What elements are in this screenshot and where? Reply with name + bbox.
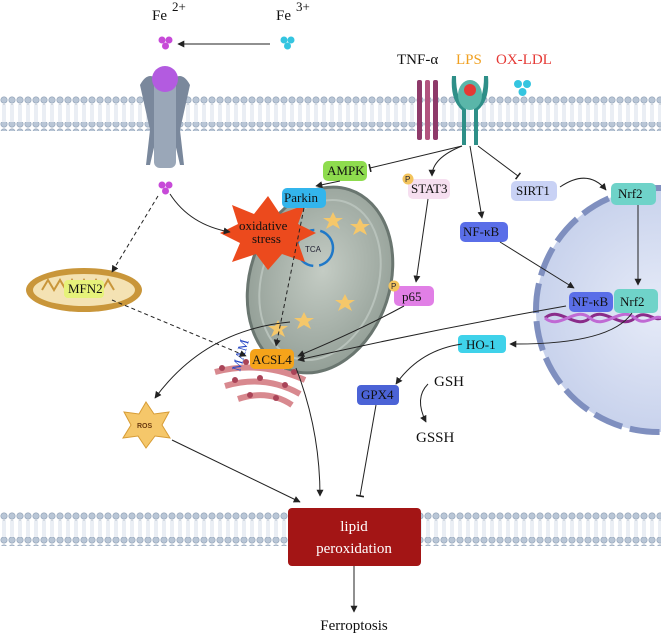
fe2-label: Fe 2+: [152, 0, 186, 24]
parkin-node: Parkin: [282, 188, 326, 208]
nrf2-nucleus-node: Nrf2: [614, 289, 658, 313]
fe3-ions: [280, 36, 295, 50]
lipid-peroxidation-box: [288, 508, 421, 566]
gsh-label: GSH: [434, 374, 464, 390]
nfkb-nucleus-node: NF-κB: [569, 292, 613, 312]
svg-text:ACSL4: ACSL4: [252, 352, 292, 367]
fe3-label: Fe 3+: [276, 0, 310, 24]
top-cell-membrane: [0, 96, 661, 131]
svg-text:Nrf2: Nrf2: [618, 186, 643, 201]
ho1-node: HO-1: [458, 335, 506, 353]
oxldl-label: OX-LDL: [496, 52, 552, 68]
p65-node: p65 P: [388, 280, 434, 306]
nfkb-cytoplasm-node: NF-κB: [460, 222, 508, 242]
ferroptosis-label: Ferroptosis: [320, 618, 388, 634]
oxidative-stress-label-2: stress: [252, 231, 281, 246]
tnf-alpha-label: TNF-α: [397, 52, 438, 68]
svg-text:MFN2: MFN2: [68, 281, 103, 296]
ampk-node: AMPK: [323, 161, 367, 181]
svg-text:Parkin: Parkin: [284, 190, 318, 205]
oxldl-particles: [514, 80, 531, 96]
tca-label: TCA: [305, 245, 322, 254]
stat3-node: STAT3 P: [402, 173, 450, 199]
iron-transporter: [140, 66, 190, 168]
svg-text:Nrf2: Nrf2: [620, 294, 645, 309]
svg-text:HO-1: HO-1: [466, 337, 496, 352]
svg-text:Fe: Fe: [152, 8, 167, 24]
mito-ros-stars: [268, 212, 370, 337]
lipid-peroxidation-label-2: peroxidation: [316, 541, 392, 557]
oxidative-stress-burst: [220, 196, 316, 270]
svg-text:SIRT1: SIRT1: [516, 183, 550, 198]
acsl4-node: ACSL4: [250, 349, 294, 369]
gpx4-node: GPX4: [357, 385, 399, 405]
lipid-peroxidation-label-1: lipid: [340, 519, 368, 535]
gssh-label: GSSH: [416, 430, 455, 446]
lps-receptor: [451, 76, 489, 145]
svg-text:NF-κB: NF-κB: [572, 294, 608, 309]
lps-label: LPS: [456, 52, 482, 68]
svg-text:P: P: [405, 175, 410, 184]
svg-text:GPX4: GPX4: [361, 387, 394, 402]
mfn2-node: MFN2: [64, 280, 104, 298]
svg-text:AMPK: AMPK: [327, 163, 365, 178]
svg-text:Fe: Fe: [276, 8, 291, 24]
pathway-arrows: [111, 145, 642, 613]
svg-text:2+: 2+: [172, 0, 186, 14]
svg-text:p65: p65: [402, 289, 422, 304]
nrf2-top-node: Nrf2: [611, 183, 656, 205]
ros-label: ROS: [137, 423, 153, 430]
svg-text:3+: 3+: [296, 0, 310, 14]
ros-star-icon: [122, 401, 171, 449]
tca-cycle-icon: [295, 228, 335, 268]
fe2-ions: [158, 36, 173, 50]
tnf-receptor: [417, 80, 438, 140]
svg-text:NF-κB: NF-κB: [463, 224, 499, 239]
svg-text:STAT3: STAT3: [411, 181, 448, 196]
svg-text:P: P: [391, 282, 396, 291]
oxidative-stress-label-1: oxidative: [239, 218, 288, 233]
sirt1-node: SIRT1: [511, 181, 557, 201]
fe2-ions-cytoplasm: [158, 181, 173, 195]
